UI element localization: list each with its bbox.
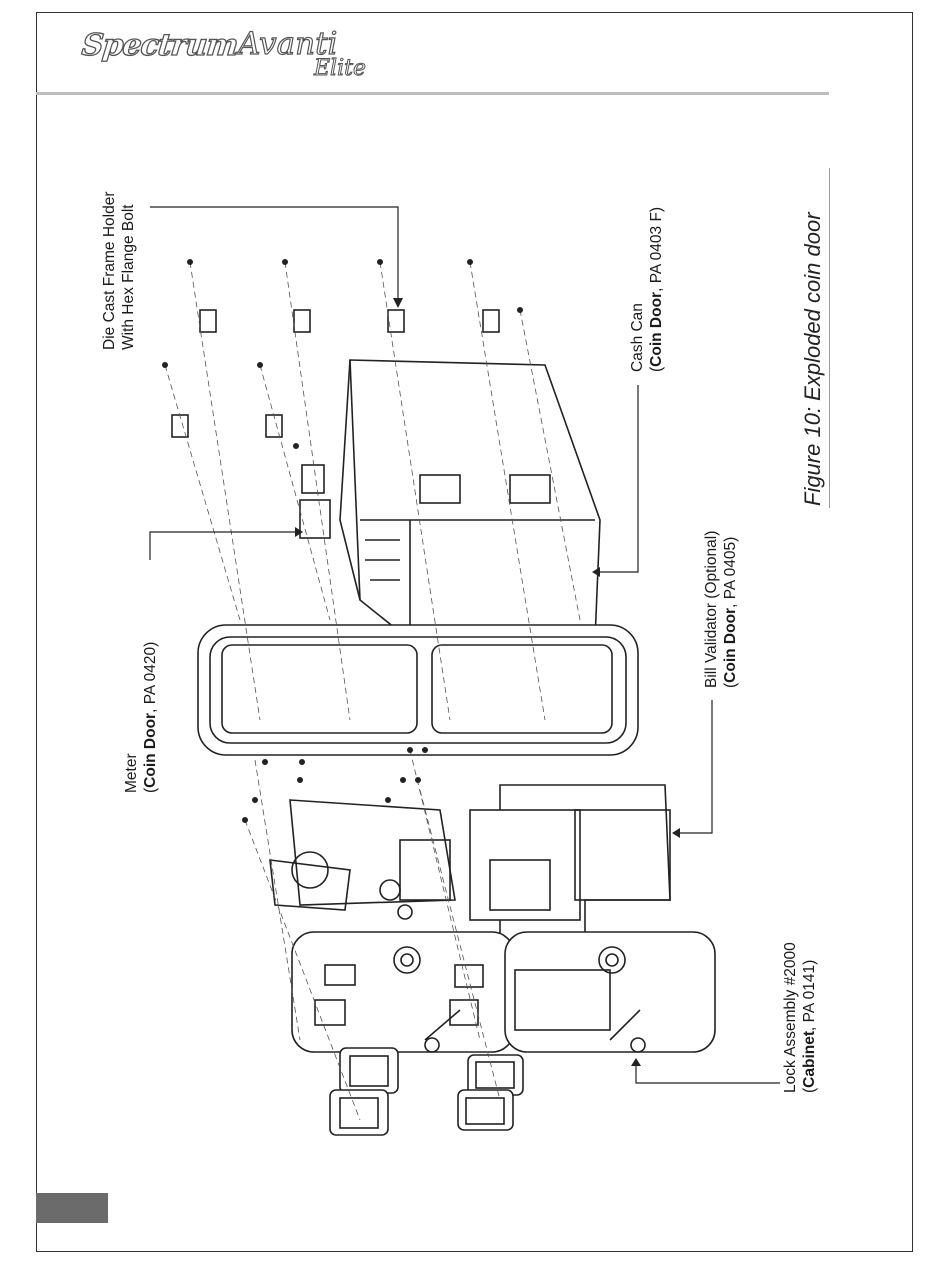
callout-lock-assembly-line2: (Cabinet, PA 0141) <box>800 942 819 1093</box>
callout-meter-bold: Coin Door <box>142 713 159 788</box>
callout-cash-can-line2: (Coin Door, PA 0403 F) <box>647 207 666 372</box>
callout-bill-validator-line1: Bill Validator (Optional) <box>702 531 721 688</box>
callout-die-cast-frame-holder: Die Cast Frame Holder With Hex Flange Bo… <box>100 192 138 351</box>
callout-lock-assembly-rest: , PA 0141) <box>801 960 818 1031</box>
callout-lock-assembly-line1: Lock Assembly #2000 <box>781 942 800 1093</box>
callout-meter-line2: (Coin Door, PA 0420) <box>141 642 160 793</box>
callout-bill-validator-rest: , PA 0405) <box>722 537 739 608</box>
callout-lock-assembly-bold: Cabinet <box>801 1031 818 1088</box>
callout-meter: Meter (Coin Door, PA 0420) <box>122 642 160 793</box>
callout-die-cast-line1: Die Cast Frame Holder <box>100 192 119 351</box>
callout-bill-validator: Bill Validator (Optional) (Coin Door, PA… <box>702 531 740 688</box>
figure-caption: Figure 10: Exploded coin door <box>800 212 826 506</box>
callout-die-cast-line2: With Hex Flange Bolt <box>119 192 138 351</box>
callout-bill-validator-line2: (Coin Door, PA 0405) <box>721 531 740 688</box>
callout-cash-can-bold: Coin Door <box>648 292 665 367</box>
caption-rule <box>829 168 830 508</box>
callout-meter-rest: , PA 0420) <box>142 642 159 713</box>
callout-meter-line1: Meter <box>122 642 141 793</box>
page-number-tab <box>36 1193 108 1223</box>
callout-cash-can-line1: Cash Can <box>628 207 647 372</box>
callout-lock-assembly: Lock Assembly #2000 (Cabinet, PA 0141) <box>781 942 819 1093</box>
callout-bill-validator-bold: Coin Door <box>722 608 739 683</box>
callout-cash-can-rest: , PA 0403 F) <box>648 207 665 292</box>
callout-cash-can: Cash Can (Coin Door, PA 0403 F) <box>628 207 666 372</box>
